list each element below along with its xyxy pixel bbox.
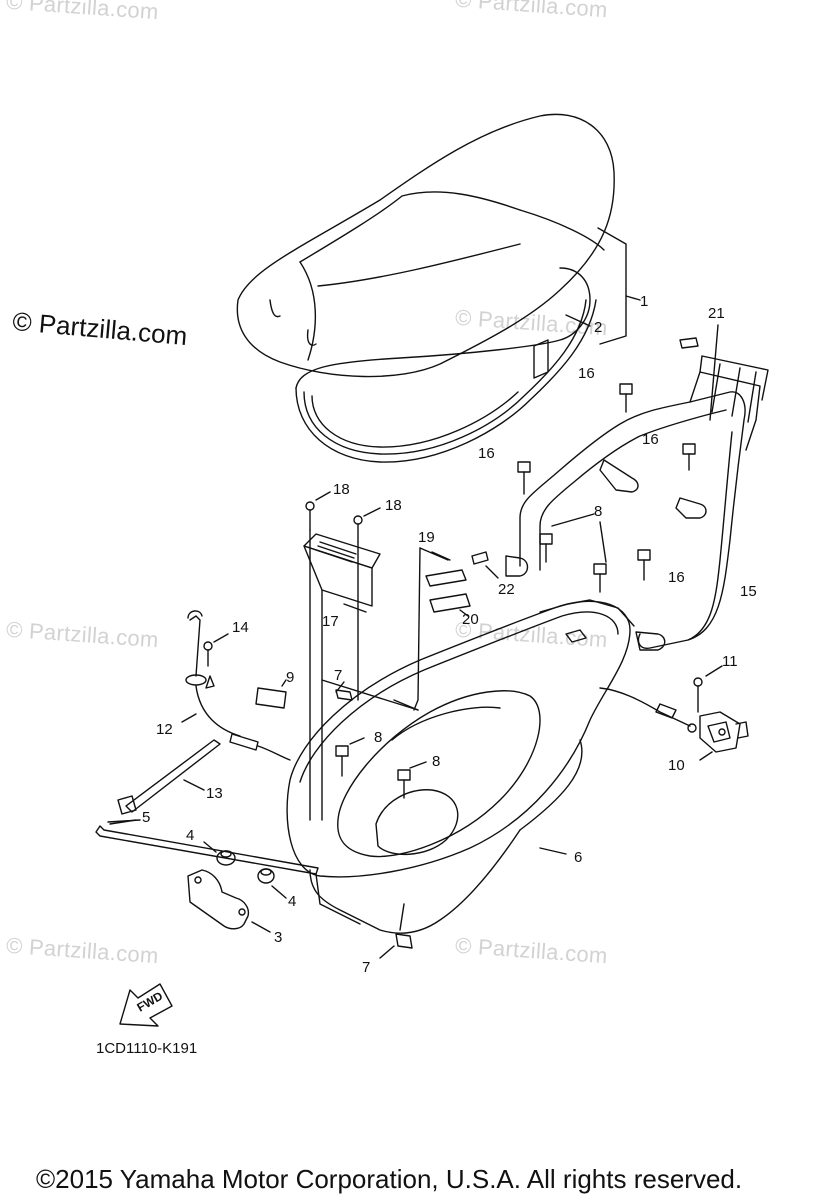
callout-leader: [203, 841, 217, 853]
rear-carrier: [505, 355, 769, 651]
copyright-notice: ©2015 Yamaha Motor Corporation, U.S.A. A…: [36, 1164, 743, 1194]
callout-leader: [597, 227, 641, 301]
seat-base: [295, 267, 597, 463]
callout-leader: [181, 713, 197, 723]
bolt: [682, 443, 696, 471]
seat-lock: [699, 711, 749, 753]
callout-2: 2: [594, 319, 602, 336]
callout-leader: [343, 603, 367, 613]
callout-leader: [551, 513, 595, 527]
cable-tie: [117, 739, 221, 815]
bolt: [539, 533, 553, 563]
callout-leader: [565, 314, 591, 327]
callout-leader: [363, 507, 381, 517]
callout-7: 7: [362, 959, 370, 976]
callout-17: 17: [322, 613, 339, 630]
bolt: [517, 461, 531, 495]
fwd-arrow: FWD: [119, 983, 173, 1027]
callout-leader: [459, 609, 469, 617]
bolt: [637, 549, 651, 581]
grommet: [257, 868, 275, 884]
callout-1: 1: [640, 293, 648, 310]
screw: [693, 677, 703, 713]
plate: [303, 533, 381, 607]
screw: [305, 501, 315, 531]
callout-20: 20: [462, 611, 479, 628]
clip-nut: [335, 689, 353, 701]
callout-14: 14: [232, 619, 249, 636]
callout-3: 3: [274, 929, 282, 946]
screw: [353, 515, 363, 543]
seat-lock-cable: [185, 610, 697, 761]
storage-box: [286, 599, 635, 934]
callout-leader: [315, 491, 331, 501]
callout-16: 16: [478, 445, 495, 462]
callout-leader: [699, 751, 713, 761]
callout-leader: [349, 737, 365, 745]
callout-leader: [213, 633, 229, 643]
callout-16: 16: [578, 365, 595, 382]
bolt: [619, 383, 633, 413]
callout-4: 4: [186, 827, 194, 844]
callout-leader: [335, 681, 345, 693]
callout-9: 9: [286, 669, 294, 686]
diagram-code: 1CD1110-K191: [96, 1040, 198, 1057]
screw: [203, 641, 213, 667]
callout-leader: [183, 779, 205, 791]
callout-19: 19: [418, 529, 435, 546]
seat: [236, 113, 615, 378]
callout-leader: [599, 295, 627, 345]
callout-16: 16: [642, 431, 659, 448]
callout-6: 6: [574, 849, 582, 866]
callout-leader: [271, 885, 287, 899]
callout-leader: [709, 324, 719, 421]
callout-leader: [431, 551, 451, 561]
callout-21: 21: [708, 305, 725, 322]
callout-leader: [539, 847, 567, 855]
callout-8: 8: [594, 503, 602, 520]
callout-leader: [599, 521, 607, 563]
callout-leader: [281, 679, 287, 687]
callout-8: 8: [374, 729, 382, 746]
bolt: [593, 563, 607, 593]
bolt: [335, 745, 349, 777]
callout-leader: [705, 665, 723, 677]
callout-8: 8: [432, 753, 440, 770]
callout-10: 10: [668, 757, 685, 774]
callout-leader: [379, 945, 395, 959]
callout-leader: [107, 819, 141, 823]
callout-12: 12: [156, 721, 173, 738]
callout-22: 22: [498, 581, 515, 598]
callout-18: 18: [333, 481, 350, 498]
callout-16: 16: [668, 569, 685, 586]
rod: [95, 819, 319, 875]
clip-nut: [395, 933, 413, 949]
cap: [255, 687, 287, 709]
bolt: [397, 769, 411, 799]
callout-leader: [485, 565, 499, 579]
label-decal: [321, 547, 489, 711]
bracket: [187, 869, 271, 933]
decal: [679, 337, 699, 349]
callout-4: 4: [288, 893, 296, 910]
callout-15: 15: [740, 583, 757, 600]
callout-5: 5: [142, 809, 150, 826]
callout-13: 13: [206, 785, 223, 802]
callout-leader: [409, 761, 427, 769]
callout-18: 18: [385, 497, 402, 514]
callout-7: 7: [334, 667, 342, 684]
callout-11: 11: [722, 653, 738, 670]
grommet: [216, 850, 236, 866]
